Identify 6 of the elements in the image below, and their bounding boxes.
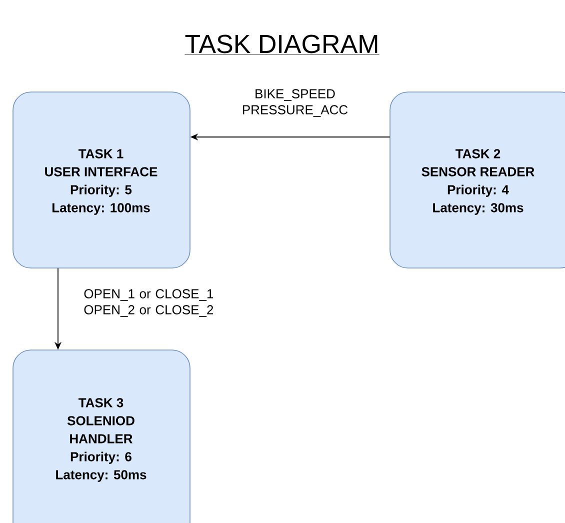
edge-label: OPEN_1 or CLOSE_1 OPEN_2 or CLOSE_2	[84, 289, 214, 317]
task-box: TASK 3 SOLENIOD HANDLER Priority: 6 Latency: 50ms	[12, 350, 190, 523]
task-box: TASK 2 SENSOR READER Priority: 4 Latency: 30ms	[390, 92, 565, 268]
title: TASK DIAGRAM	[184, 34, 380, 55]
edge-label: BIKE_SPEED PRESSURE_ACC	[242, 89, 348, 117]
task-box: TASK 1 USER INTERFACE Priority: 5 Latency: 100ms	[12, 92, 190, 268]
